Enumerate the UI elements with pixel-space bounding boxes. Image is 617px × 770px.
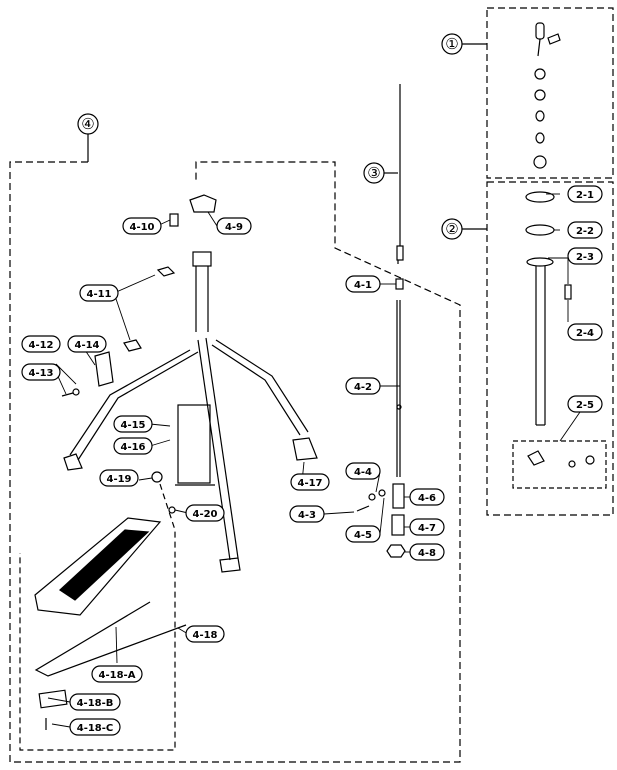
clutch-subgroup-box bbox=[512, 440, 607, 489]
svg-text:4-18-B: 4-18-B bbox=[77, 698, 114, 709]
svg-text:4-18-A: 4-18-A bbox=[99, 670, 136, 681]
svg-text:4-18-C: 4-18-C bbox=[77, 723, 114, 734]
callout-4-7: 4-7 bbox=[409, 518, 445, 536]
pedal-board bbox=[34, 471, 176, 616]
svg-text:4-12: 4-12 bbox=[28, 340, 53, 351]
callout-2-3: 2-3 bbox=[567, 247, 603, 265]
svg-text:4-9: 4-9 bbox=[225, 222, 243, 233]
callout-2-4: 2-4 bbox=[567, 323, 603, 341]
hi-hat-stand bbox=[61, 194, 318, 573]
callout-4-8: 4-8 bbox=[409, 543, 445, 561]
group-2-number: ② bbox=[445, 220, 458, 238]
group-1-marker: ① bbox=[441, 33, 487, 55]
callout-4-11: 4-11 bbox=[79, 284, 119, 302]
group-4-marker: ④ bbox=[77, 113, 99, 162]
svg-text:4-7: 4-7 bbox=[418, 523, 436, 534]
callout-4-2: 4-2 bbox=[345, 377, 381, 395]
callout-labels: 2-1 2-2 2-3 2-4 2-5 4-1 4-2 4-4 4-3 4-5 … bbox=[21, 185, 603, 736]
callout-2-1: 2-1 bbox=[567, 185, 603, 203]
callout-4-13: 4-13 bbox=[21, 363, 61, 381]
callout-4-19: 4-19 bbox=[99, 469, 139, 487]
svg-text:2-1: 2-1 bbox=[576, 190, 594, 201]
group-4-number: ④ bbox=[81, 115, 94, 133]
svg-text:2-3: 2-3 bbox=[576, 252, 594, 263]
pedal-subgroup-box bbox=[19, 483, 176, 751]
callout-4-18-B: 4-18-B bbox=[69, 693, 121, 711]
svg-text:4-16: 4-16 bbox=[120, 442, 145, 453]
svg-text:4-15: 4-15 bbox=[120, 420, 145, 431]
callout-4-6: 4-6 bbox=[409, 488, 445, 506]
callout-4-20: 4-20 bbox=[185, 504, 225, 522]
group-3-number: ③ bbox=[367, 164, 380, 182]
svg-text:4-3: 4-3 bbox=[298, 510, 316, 521]
svg-text:4-4: 4-4 bbox=[354, 467, 372, 478]
svg-text:4-6: 4-6 bbox=[418, 493, 436, 504]
callout-4-10: 4-10 bbox=[122, 217, 162, 235]
callout-4-12: 4-12 bbox=[21, 335, 61, 353]
svg-text:4-18: 4-18 bbox=[192, 630, 217, 641]
callout-4-4: 4-4 bbox=[345, 462, 381, 480]
callout-4-5: 4-5 bbox=[345, 525, 381, 543]
svg-text:4-10: 4-10 bbox=[129, 222, 154, 233]
svg-text:2-2: 2-2 bbox=[576, 226, 594, 237]
callout-4-18-A: 4-18-A bbox=[91, 665, 143, 683]
callout-4-1: 4-1 bbox=[345, 275, 381, 293]
callout-4-18-C: 4-18-C bbox=[69, 718, 121, 736]
svg-text:4-14: 4-14 bbox=[74, 340, 99, 351]
svg-text:4-8: 4-8 bbox=[418, 548, 436, 559]
svg-text:4-2: 4-2 bbox=[354, 382, 372, 393]
svg-text:4-20: 4-20 bbox=[192, 509, 217, 520]
svg-text:4-17: 4-17 bbox=[297, 478, 322, 489]
svg-text:4-1: 4-1 bbox=[354, 280, 372, 291]
svg-text:2-4: 2-4 bbox=[576, 328, 594, 339]
callout-4-15: 4-15 bbox=[113, 415, 153, 433]
group-2-box bbox=[486, 181, 614, 516]
callout-4-16: 4-16 bbox=[113, 437, 153, 455]
group-4-box bbox=[9, 161, 461, 763]
callout-2-5: 2-5 bbox=[567, 395, 603, 413]
group-2-marker: ② bbox=[441, 218, 487, 240]
callout-4-17: 4-17 bbox=[290, 473, 330, 491]
svg-text:4-11: 4-11 bbox=[86, 289, 111, 300]
svg-text:4-19: 4-19 bbox=[106, 474, 131, 485]
cymbal-seat-parts bbox=[525, 191, 595, 468]
callout-4-14: 4-14 bbox=[67, 335, 107, 353]
svg-text:4-5: 4-5 bbox=[354, 530, 372, 541]
lower-rod-assembly bbox=[356, 278, 406, 558]
group-1-box bbox=[486, 7, 614, 179]
callout-2-2: 2-2 bbox=[567, 221, 603, 239]
svg-text:4-13: 4-13 bbox=[28, 368, 53, 379]
callout-4-3: 4-3 bbox=[289, 505, 325, 523]
callout-4-18: 4-18 bbox=[185, 625, 225, 643]
callout-4-9: 4-9 bbox=[216, 217, 252, 235]
clutch-hardware-parts bbox=[533, 22, 561, 169]
svg-text:2-5: 2-5 bbox=[576, 400, 594, 411]
pull-rod bbox=[396, 84, 404, 264]
group-1-number: ① bbox=[445, 35, 458, 53]
group-3-marker: ③ bbox=[363, 162, 398, 184]
